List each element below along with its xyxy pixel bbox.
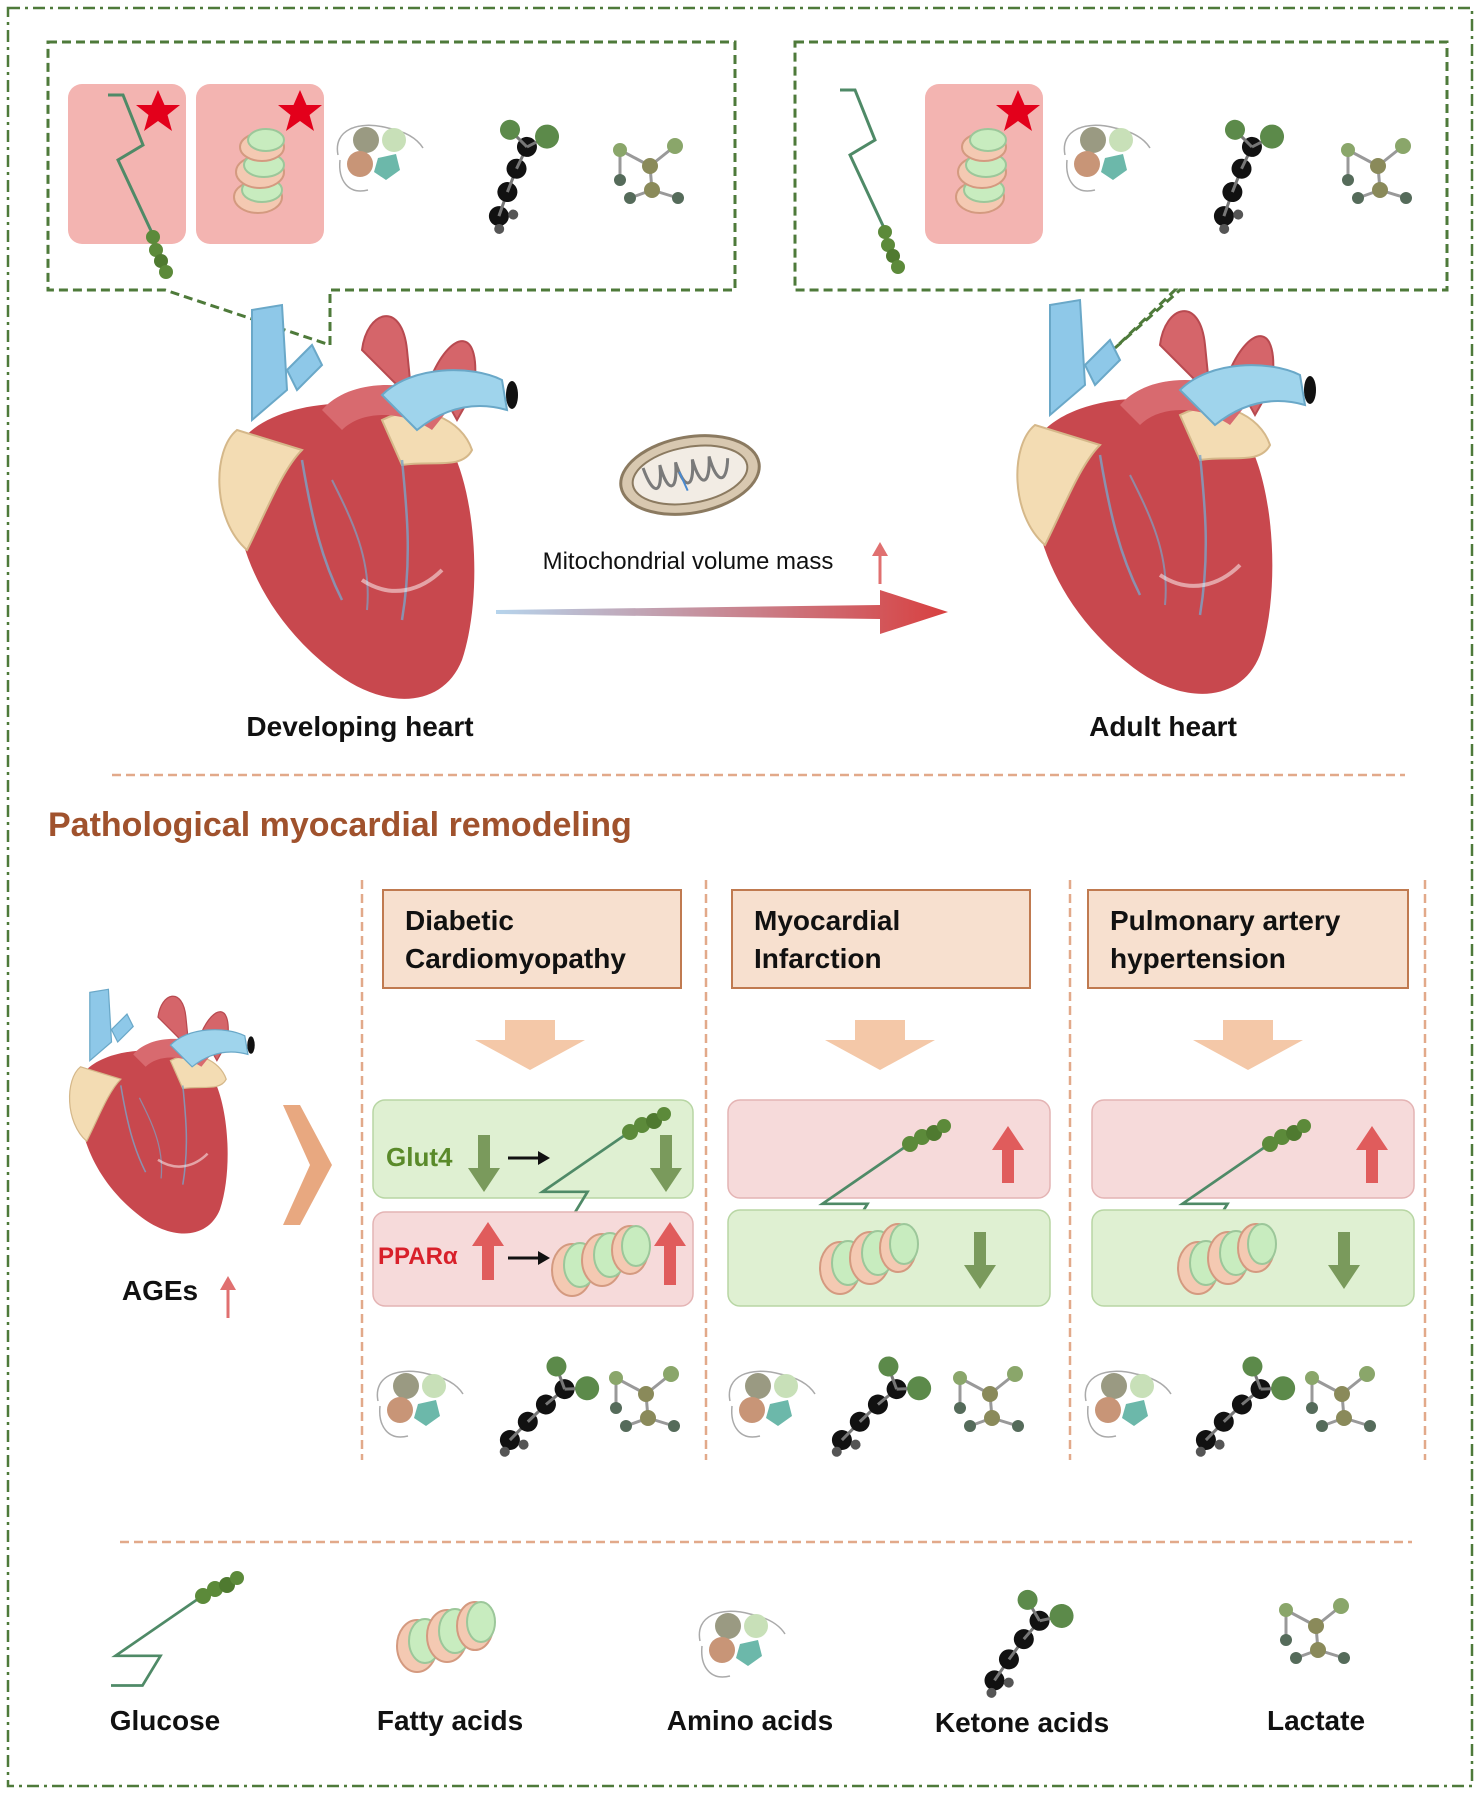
- amino-acid-icon: [1063, 124, 1151, 192]
- adult-heart-label: Adult heart: [1089, 711, 1237, 742]
- outer-frame: [6, 6, 1474, 1788]
- ppar-label: PPARα: [378, 1243, 458, 1270]
- heart-icon: [68, 988, 256, 1235]
- callout-adult: [793, 40, 1449, 350]
- mi-glucose-box: [727, 1099, 1051, 1199]
- amino-acid-icon: [698, 1610, 786, 1678]
- down-arrow: [825, 1020, 935, 1070]
- svg-text:Diabetic: Diabetic: [405, 905, 514, 936]
- glut4-label: Glut4: [386, 1142, 453, 1172]
- developing-heart-label: Developing heart: [246, 711, 473, 742]
- legend-glucose: Glucose: [110, 1705, 220, 1736]
- callout-developing: [46, 40, 737, 348]
- down-arrow-green: [468, 1135, 500, 1192]
- down-arrow-green: [1328, 1232, 1360, 1289]
- mito-label: Mitochondrial volume mass: [543, 548, 834, 575]
- down-arrow-green: [650, 1135, 682, 1192]
- heart-icon: [217, 303, 520, 701]
- up-arrow-red: [992, 1126, 1024, 1183]
- disease-box-pah: Pulmonary artery hypertension: [1087, 889, 1409, 989]
- pah-glucose-box: [1091, 1099, 1415, 1199]
- fatty-acid-icon: [233, 128, 285, 214]
- development-arrow: [496, 590, 948, 634]
- lactate-icon: [1277, 1596, 1352, 1666]
- svg-text:hypertension: hypertension: [1110, 943, 1286, 974]
- legend-ketone-acids: Ketone acids: [935, 1707, 1109, 1738]
- ketone-icon: [1173, 1345, 1308, 1460]
- legend-fatty-acids: Fatty acids: [377, 1705, 523, 1736]
- lactate-icon: [951, 1364, 1026, 1434]
- lactate-icon: [611, 136, 686, 206]
- up-arrow-ages: [220, 1276, 236, 1318]
- down-arrow: [1193, 1020, 1303, 1070]
- section-title: Pathological myocardial remodeling: [48, 806, 632, 844]
- up-arrow-red: [654, 1222, 686, 1285]
- ketone-icon: [809, 1345, 944, 1460]
- svg-text:Pulmonary artery: Pulmonary artery: [1110, 905, 1341, 936]
- glucose-highlight-box: [68, 84, 186, 244]
- ages-label: AGEs: [122, 1275, 198, 1306]
- glucose-icon: [109, 1569, 246, 1687]
- up-arrow-red: [472, 1222, 504, 1280]
- fatty-acid-icon: [396, 1601, 496, 1673]
- legend-amino-acids: Amino acids: [667, 1705, 833, 1736]
- ketone-icon: [1168, 97, 1312, 238]
- disease-box-diabetic: Diabetic Cardiomyopathy: [382, 889, 682, 989]
- mitochondrion-icon: [619, 434, 761, 516]
- disease-box-infarction: Myocardial Infarction: [731, 889, 1031, 989]
- lactate-icon: [1339, 136, 1414, 206]
- amino-acid-icon: [376, 1370, 464, 1438]
- up-arrow-red: [1356, 1126, 1388, 1183]
- ketone-icon: [443, 97, 587, 238]
- svg-text:Infarction: Infarction: [754, 943, 882, 974]
- heart-icon: [1015, 298, 1318, 696]
- lactate-icon: [1303, 1364, 1378, 1434]
- ketone-icon: [952, 1574, 1093, 1701]
- down-arrow-green: [964, 1232, 996, 1289]
- ketone-icon: [477, 1345, 612, 1460]
- down-arrow: [475, 1020, 585, 1070]
- dcm-glucose-box: [372, 1099, 694, 1199]
- large-right-arrow: [283, 1105, 332, 1225]
- legend-lactate: Lactate: [1267, 1705, 1365, 1736]
- amino-acid-icon: [336, 124, 424, 192]
- svg-text:Myocardial: Myocardial: [754, 905, 900, 936]
- glucose-icon: [838, 88, 907, 276]
- amino-acid-icon: [1084, 1370, 1172, 1438]
- amino-acid-icon: [728, 1370, 816, 1438]
- fatty-acid-icon: [955, 128, 1007, 214]
- up-arrow-mito: [872, 542, 888, 584]
- lactate-icon: [607, 1364, 682, 1434]
- svg-text:Cardiomyopathy: Cardiomyopathy: [405, 943, 626, 974]
